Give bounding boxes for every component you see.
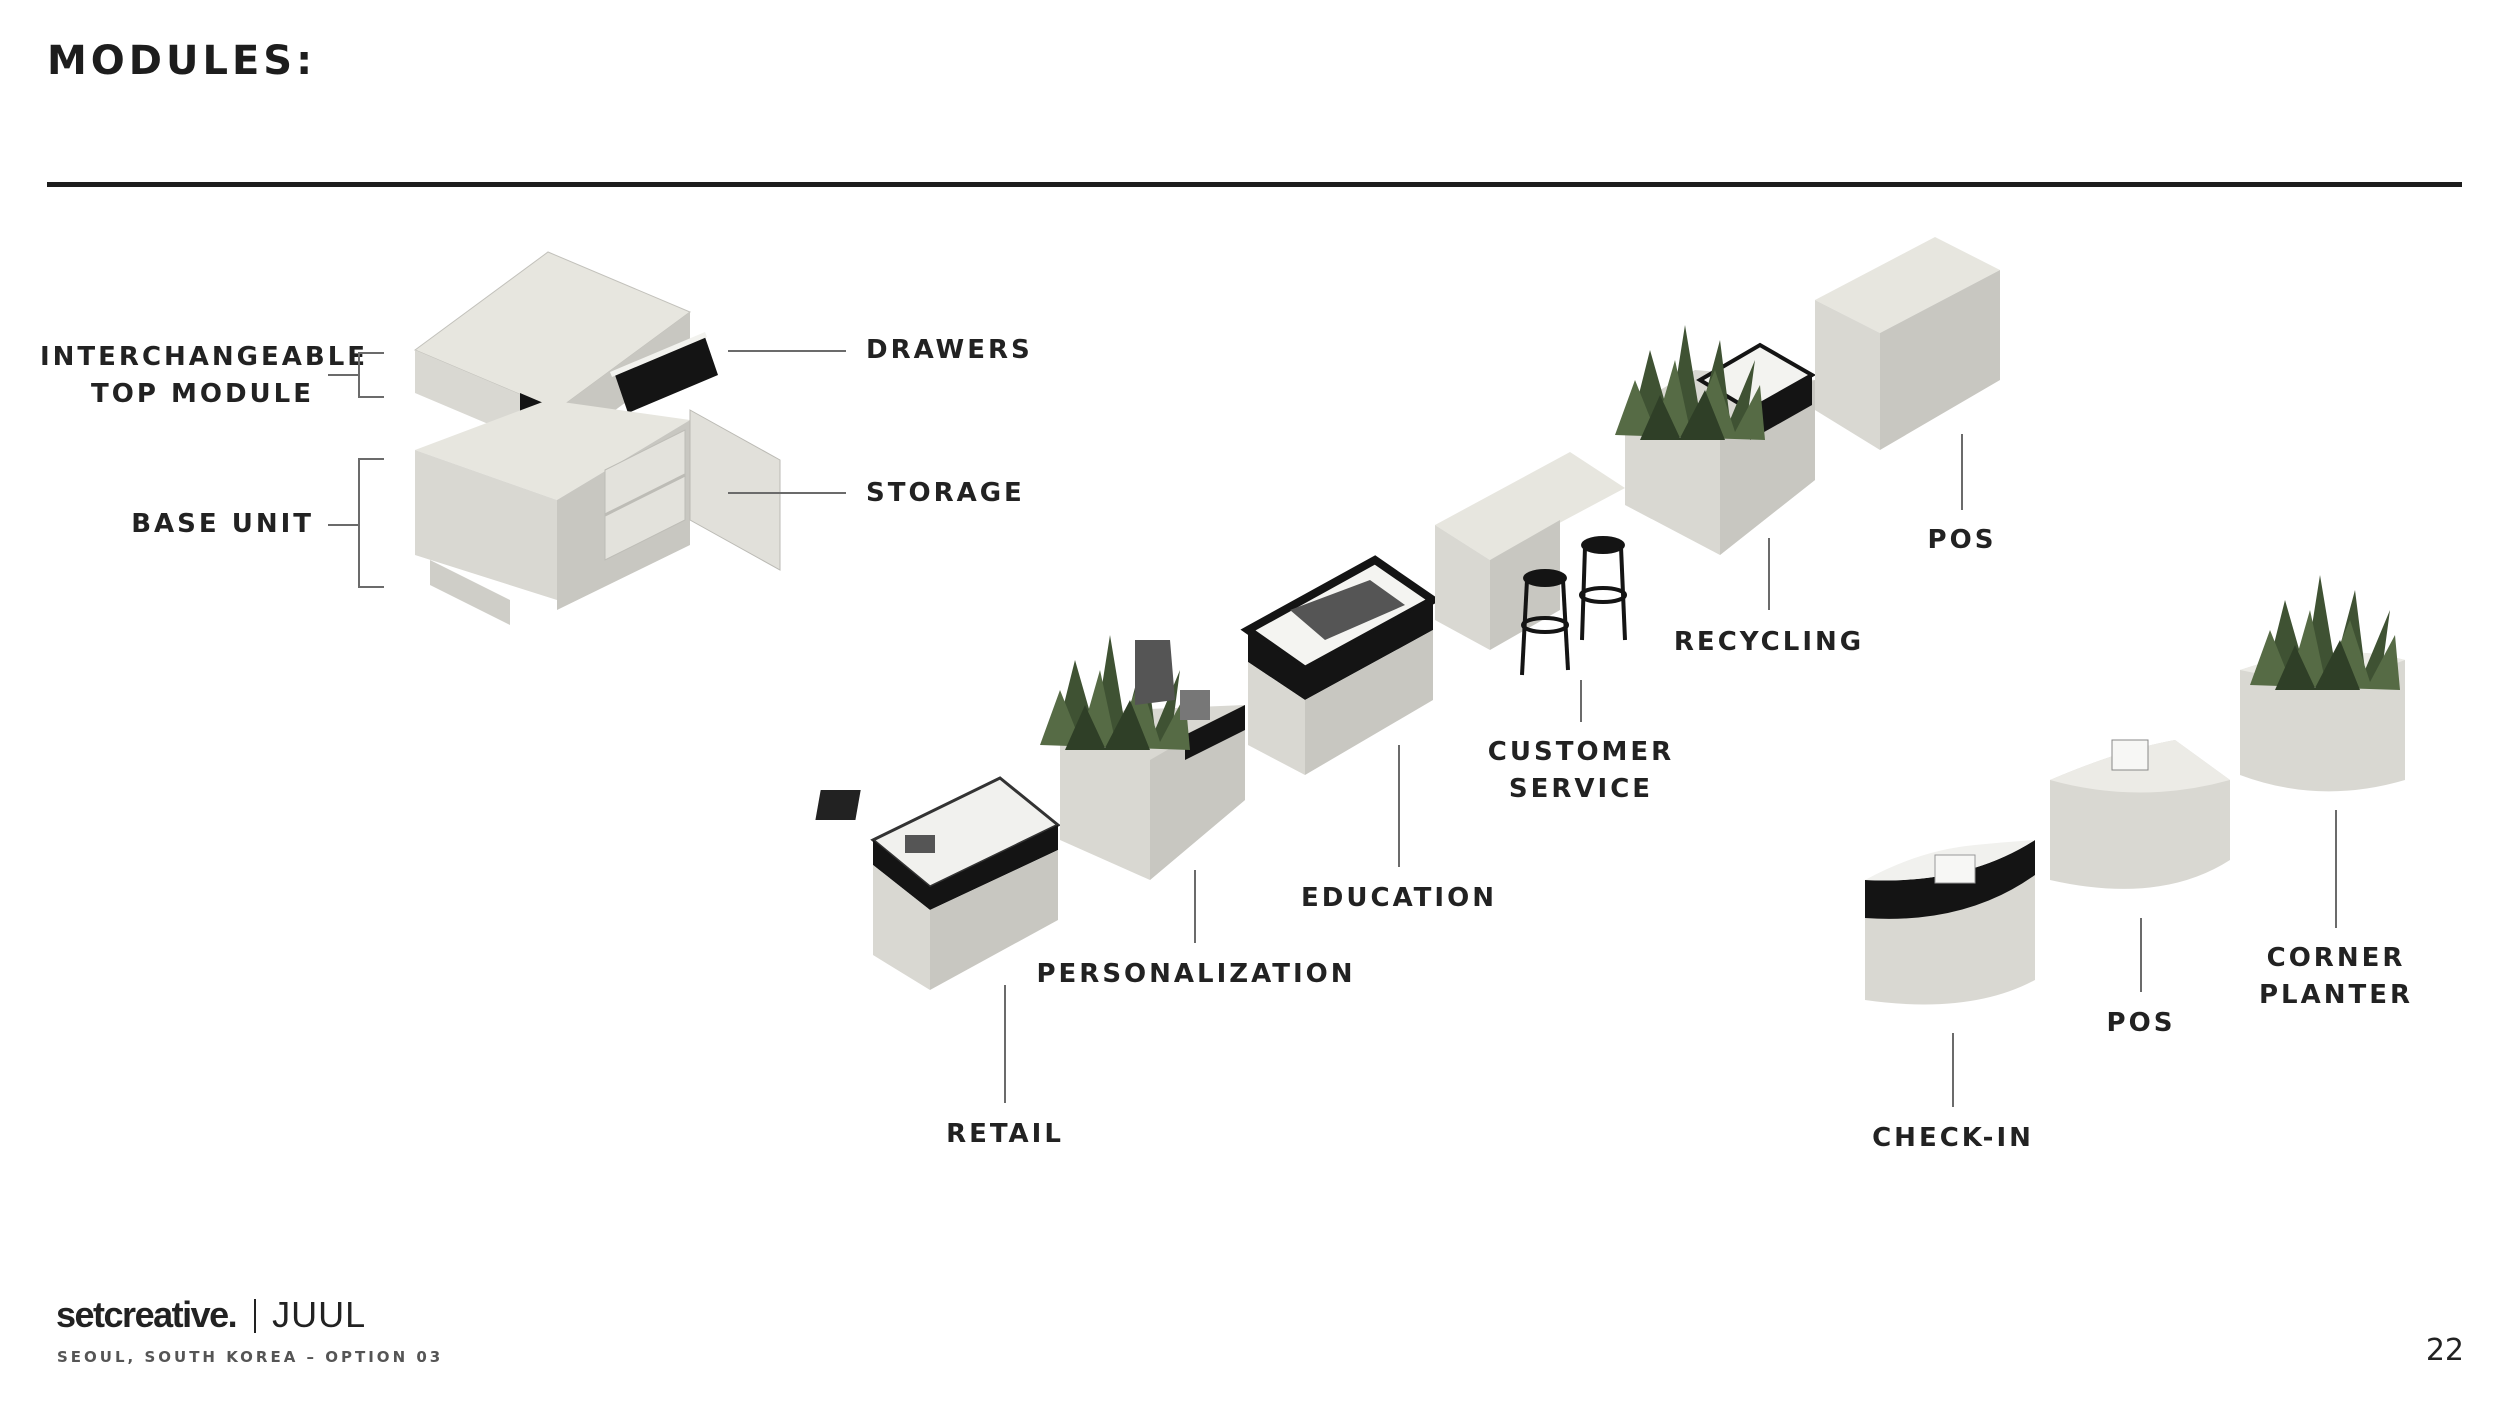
check-in-module-illustration (1865, 840, 2035, 1005)
corner-planter-illustration (2240, 575, 2405, 792)
brand-separator (254, 1299, 257, 1333)
pos-module-bottom-illustration (2050, 739, 2230, 889)
bracket-line (358, 458, 384, 460)
setcreative-logo: setcreative. (56, 1294, 238, 1335)
leader-line (328, 374, 358, 376)
leader-line (1961, 434, 1963, 510)
footer-brand: setcreative. JUUL (56, 1294, 366, 1336)
label-corner-planter: CORNER PLANTER (2258, 943, 2414, 1010)
leader-line (1004, 985, 1006, 1103)
label-drawers: DRAWERS (866, 335, 1033, 365)
pos-module-top-illustration (1815, 237, 2000, 450)
base-unit-illustration (415, 400, 781, 625)
bracket-line (358, 396, 384, 398)
retail-module-illustration (815, 776, 1061, 990)
label-base-unit: BASE UNIT (131, 509, 314, 539)
label-education: EDUCATION (1301, 883, 1497, 913)
bracket-line (358, 586, 384, 588)
label-interchangeable-top-module: INTERCHANGEABLE TOP MODULE (40, 342, 369, 409)
personalization-module-illustration (1040, 635, 1245, 880)
leader-line (1194, 870, 1196, 943)
leader-line (328, 524, 358, 526)
label-storage: STORAGE (866, 478, 1025, 508)
leader-line (728, 492, 846, 494)
leader-line (1952, 1033, 1954, 1107)
education-module-illustration (1240, 555, 1441, 775)
recycling-module-illustration (1615, 325, 1817, 555)
leader-line (2140, 918, 2142, 992)
page-number: 22 (2425, 1333, 2464, 1368)
bracket-line (358, 352, 384, 354)
page-title: MODULES: (47, 38, 317, 84)
label-pos-bottom: POS (2106, 1008, 2176, 1038)
leader-line (2335, 810, 2337, 928)
juul-logo: JUUL (272, 1294, 367, 1335)
leader-line (1768, 538, 1770, 610)
label-personalization: PERSONALIZATION (1036, 959, 1356, 989)
leader-line (728, 350, 846, 352)
label-pos-top: POS (1927, 525, 1997, 555)
leader-line (1580, 680, 1582, 722)
label-recycling: RECYCLING (1673, 627, 1865, 657)
footer-location: SEOUL, SOUTH KOREA – OPTION 03 (57, 1348, 444, 1366)
title-divider (47, 182, 2462, 187)
customer-service-module-illustration (1435, 452, 1627, 676)
leader-line (1398, 745, 1400, 867)
bracket-line (358, 352, 360, 398)
label-retail: RETAIL (946, 1119, 1064, 1149)
bracket-line (358, 458, 360, 588)
label-check-in: CHECK-IN (1872, 1123, 2034, 1153)
label-customer-service: CUSTOMER SERVICE (1487, 737, 1675, 804)
